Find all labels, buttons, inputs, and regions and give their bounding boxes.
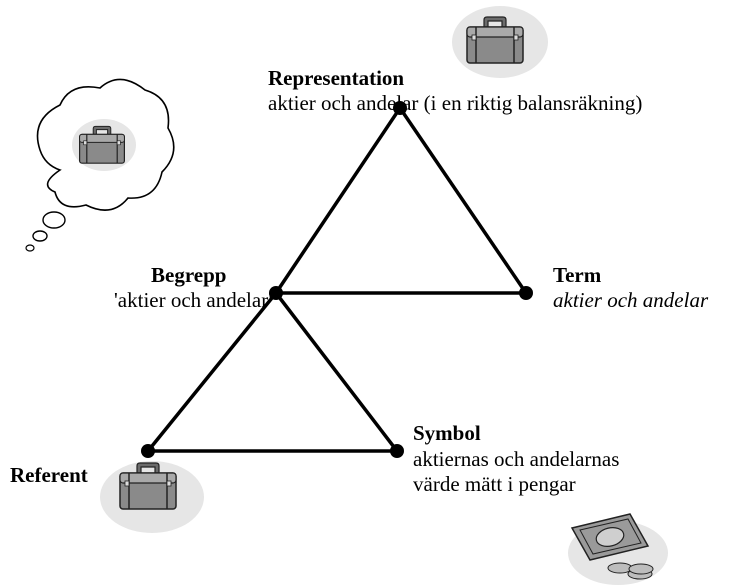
node-begrepp: [269, 286, 283, 300]
money-icon: [570, 513, 654, 580]
edge-begrepp-symbol: [274, 291, 399, 453]
begrepp-text: 'aktier och andelar': [114, 288, 272, 312]
representation-title: Representation: [268, 66, 405, 90]
term-title: Term: [553, 263, 602, 287]
node-term: [519, 286, 533, 300]
symbol-text-line1: aktiernas och andelarnas: [413, 447, 620, 471]
symbol-text-line2: värde mätt i pengar: [413, 472, 576, 496]
edge-begrepp-referent: [146, 291, 278, 453]
symbol-title: Symbol: [413, 421, 481, 445]
node-representation: [393, 101, 407, 115]
edge-representation-begrepp: [274, 107, 402, 294]
representation-text: aktier och andelar (i en riktig balansrä…: [268, 91, 643, 115]
referent-title: Referent: [10, 463, 88, 487]
edge-representation-term: [398, 107, 528, 294]
node-referent: [141, 444, 155, 458]
node-symbol: [390, 444, 404, 458]
thought-bubble-icon: [25, 78, 175, 252]
term-text: aktier och andelar: [553, 288, 709, 312]
begrepp-title: Begrepp: [151, 263, 227, 287]
